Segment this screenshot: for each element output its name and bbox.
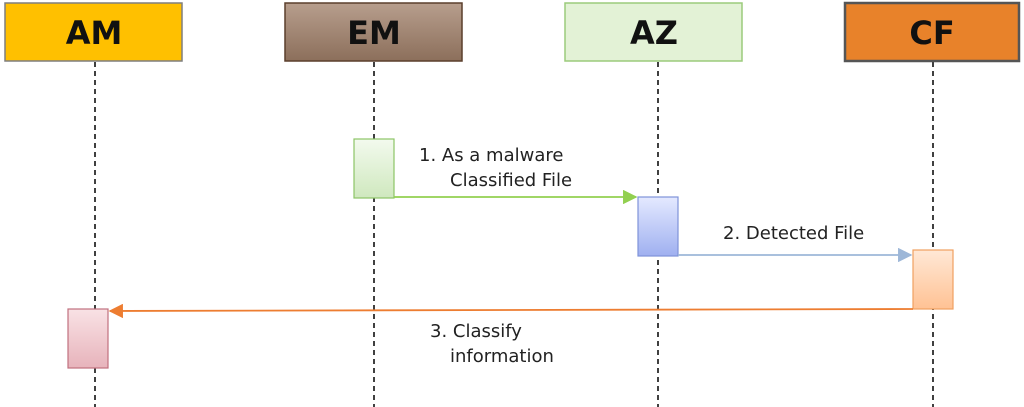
actor-az-box: [564, 2, 743, 62]
activation-az: [637, 196, 679, 257]
actor-am-label: AM: [66, 14, 123, 52]
actor-am-box: [4, 2, 183, 62]
message-2-line-1: 2. Detected File: [723, 223, 864, 244]
actor-em-box: [284, 2, 463, 62]
actor-cf-label: CF: [909, 14, 954, 52]
message-1-line-1: 1. As a malware: [419, 145, 563, 166]
actor-cf-box: [843, 1, 1021, 63]
actor-cf: CF: [843, 1, 1021, 63]
activation-em: [353, 138, 395, 199]
message-label-1: 1. As a malware Classified File: [419, 145, 572, 191]
actor-em: EM: [284, 2, 463, 62]
message-3-line-1: 3. Classify: [430, 321, 522, 342]
activation-am: [67, 308, 109, 369]
actor-am: AM: [4, 2, 183, 62]
message-label-3: 3. Classify information: [430, 321, 554, 367]
message-1-line-2: Classified File: [450, 170, 572, 191]
message-label-2: 2. Detected File: [723, 223, 864, 244]
actor-em-label: EM: [347, 14, 401, 52]
message-3-line-2: information: [450, 346, 554, 367]
message-arrow-3: [108, 303, 914, 319]
actor-az: AZ: [564, 2, 743, 62]
activation-cf: [912, 249, 954, 310]
actor-az-label: AZ: [630, 14, 678, 52]
